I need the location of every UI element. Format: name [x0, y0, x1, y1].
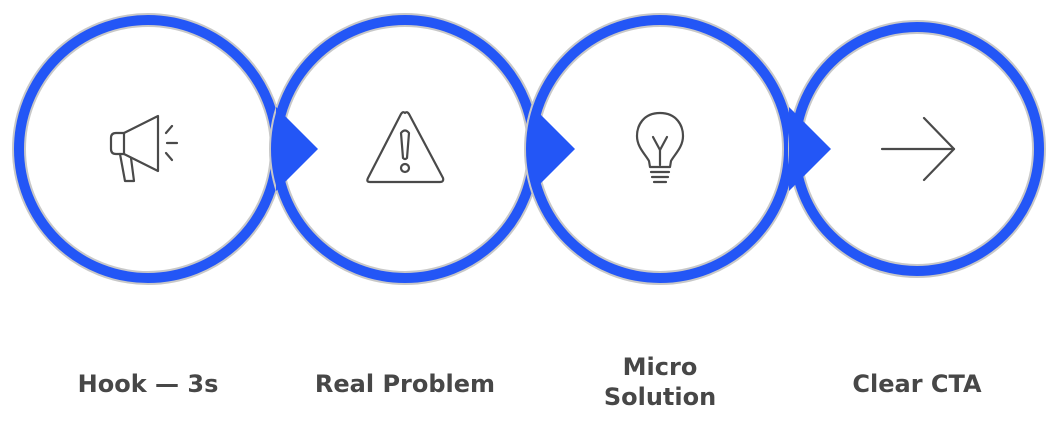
step-label-4: Clear CTA — [852, 370, 982, 398]
warning-triangle-icon — [366, 111, 445, 184]
megaphone-icon — [109, 114, 179, 183]
step-inner-1 — [24, 25, 272, 273]
arrow-right-icon — [880, 116, 956, 182]
step-label-3: Micro Solution — [603, 353, 717, 411]
connector-arrow-3 — [789, 107, 831, 191]
step-label-2: Real Problem — [314, 370, 496, 398]
connector-arrow-2 — [533, 107, 575, 191]
connector-arrow-1 — [276, 107, 318, 191]
flow-diagram — [12, 13, 1046, 285]
step-label-1: Hook — 3s — [77, 370, 219, 398]
lightbulb-icon — [635, 111, 685, 184]
step-inner-2 — [281, 25, 529, 273]
step-node-1 — [12, 13, 284, 285]
